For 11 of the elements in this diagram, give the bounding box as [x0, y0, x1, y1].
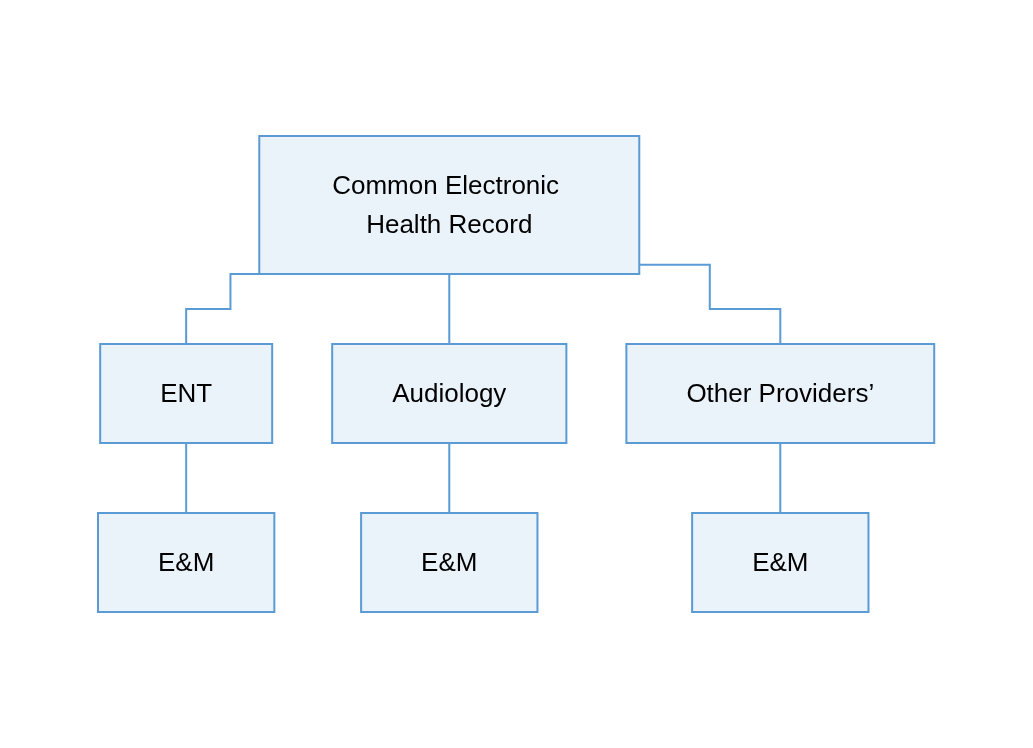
node-box: E&M — [691, 512, 870, 613]
node-box: ENT — [99, 343, 274, 444]
node-box: Common Electronic Health Record — [258, 135, 641, 275]
connector — [779, 442, 782, 514]
connector — [448, 442, 451, 514]
node-box: E&M — [360, 512, 539, 613]
node-box: Audiology — [331, 343, 568, 444]
node-box: Other Providers’ — [625, 343, 936, 444]
node-box: E&M — [97, 512, 276, 613]
connector — [185, 442, 188, 514]
connector — [448, 273, 451, 345]
